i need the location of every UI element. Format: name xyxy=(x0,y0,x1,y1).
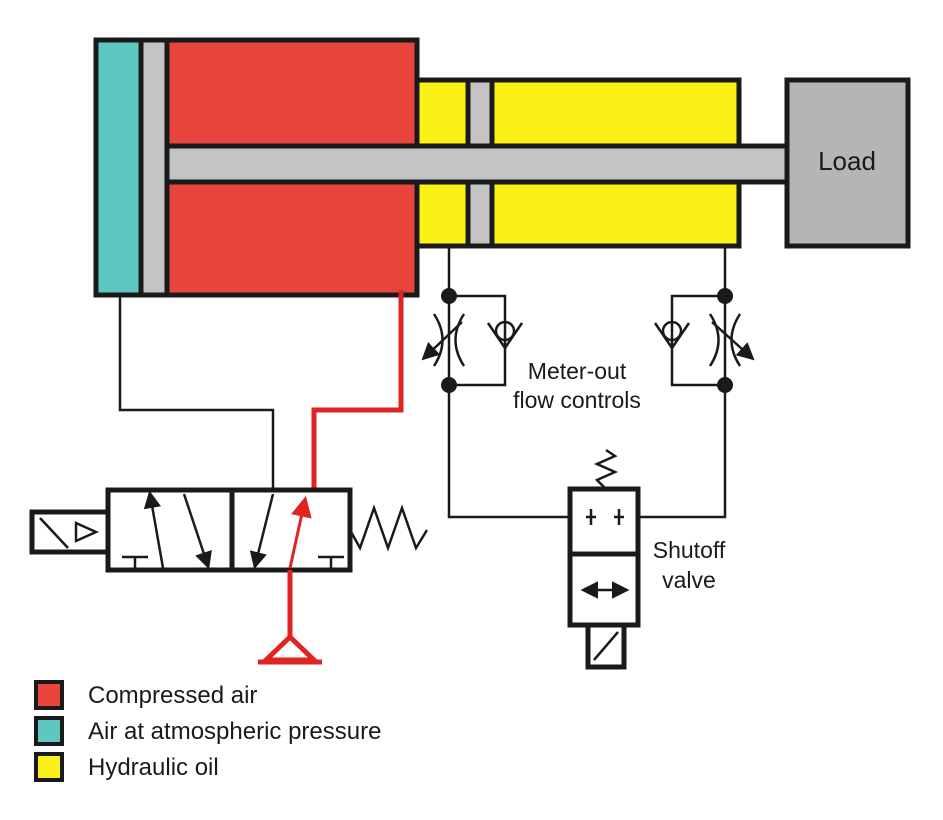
exhaust-line xyxy=(118,295,275,490)
compressed-air-line xyxy=(311,290,404,490)
adjustable-arrow-icon xyxy=(421,321,463,361)
meter-out-label-line2: flow controls xyxy=(513,387,641,413)
load-label: Load xyxy=(818,146,876,176)
piston-rod xyxy=(164,143,790,185)
legend-swatch xyxy=(34,716,64,746)
check-valve-seat-icon xyxy=(653,322,691,351)
check-valve-ball-icon xyxy=(494,320,516,342)
shutoff-spring-icon xyxy=(593,448,619,490)
solenoid-arrow-icon xyxy=(74,521,100,543)
check-valve-seat-icon xyxy=(486,322,524,351)
legend-label: Compressed air xyxy=(88,682,257,709)
line-junctions xyxy=(441,288,733,393)
air-supply-source-icon xyxy=(258,633,322,665)
directional-control-valve xyxy=(29,487,429,573)
cylinder-atmospheric-chamber xyxy=(93,37,144,298)
air-piston xyxy=(138,37,170,298)
blocked-port-icon xyxy=(586,509,624,525)
shutoff-valve xyxy=(567,448,641,670)
shutoff-label-line1: Shutoff xyxy=(653,537,726,563)
check-valve-ball-icon xyxy=(661,320,683,342)
valve-spring-icon xyxy=(348,504,429,552)
legend-label: Air at atmospheric pressure xyxy=(88,718,381,745)
legend-swatch xyxy=(34,752,64,782)
legend-label: Hydraulic oil xyxy=(88,754,219,781)
flow-control-left xyxy=(421,313,524,367)
load-block xyxy=(784,77,911,249)
blocked-port-icon xyxy=(122,555,148,568)
solenoid-coil-icon xyxy=(39,517,69,549)
legend-swatch xyxy=(34,680,64,710)
adjustable-arrow-icon xyxy=(711,321,755,361)
blocked-port-icon xyxy=(318,555,344,568)
shutoff-label-line2: valve xyxy=(662,567,716,593)
solenoid-coil-icon xyxy=(593,631,619,661)
meter-out-label-line1: Meter-out xyxy=(528,358,627,384)
flow-control-right xyxy=(653,313,755,367)
